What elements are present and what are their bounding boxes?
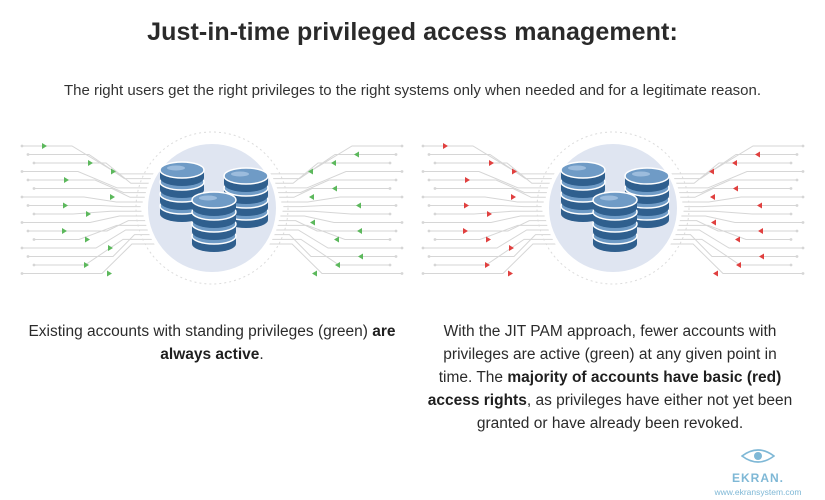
caption-left-text: Existing accounts with standing privileg… [28, 323, 373, 340]
access-marker [509, 245, 514, 251]
access-markers [42, 143, 363, 277]
access-marker [486, 236, 491, 243]
circuit-traces [20, 144, 404, 275]
access-marker [107, 270, 112, 277]
access-marker [710, 194, 715, 200]
database-icon [624, 167, 670, 228]
access-marker [111, 168, 116, 175]
database-icon [592, 191, 638, 252]
access-marker [64, 177, 69, 183]
access-marker [711, 219, 716, 226]
access-marker [356, 202, 361, 209]
access-marker [485, 262, 490, 268]
circuit-diagram [20, 131, 404, 285]
access-marker [736, 262, 741, 268]
access-marker [86, 211, 91, 217]
access-marker [758, 228, 763, 234]
halo-ring [135, 131, 289, 285]
access-marker [464, 202, 469, 209]
access-marker [335, 262, 340, 268]
brand-logo: EKRAN. www.ekransystem.com [703, 448, 813, 497]
access-marker [42, 143, 47, 149]
access-marker [709, 168, 714, 175]
access-marker [310, 219, 315, 226]
page-title: Just-in-time privileged access managemen… [147, 18, 678, 46]
access-marker [358, 253, 363, 260]
access-marker [108, 245, 113, 251]
access-marker [62, 228, 67, 234]
access-marker [733, 185, 738, 192]
access-marker [732, 160, 737, 166]
caption-standing-privileges: Existing accounts with standing privileg… [22, 320, 402, 366]
access-marker [357, 228, 362, 234]
database-icon [191, 191, 237, 252]
access-marker [308, 168, 313, 175]
access-marker [759, 253, 764, 260]
brand-name: EKRAN. [731, 471, 784, 485]
caption-jit-pam: With the JIT PAM approach, fewer account… [425, 320, 795, 435]
caption-right-end: , as privileges have either not yet been… [476, 392, 793, 432]
diagram-jit-pam [413, 128, 813, 308]
access-marker [354, 151, 359, 158]
access-marker [88, 160, 93, 166]
access-marker [757, 202, 762, 209]
caption-left-emphasis: are always active [160, 323, 396, 363]
access-marker [755, 151, 760, 158]
access-marker [334, 236, 339, 243]
access-marker [309, 194, 314, 200]
access-marker [332, 185, 337, 192]
access-marker [110, 194, 115, 200]
circuit-traces [421, 144, 805, 275]
access-marker [63, 202, 68, 209]
access-marker [443, 143, 448, 149]
caption-right-text: With the JIT PAM approach, fewer account… [438, 323, 777, 386]
access-marker [465, 177, 470, 183]
page-subtitle: The right users get the right privileges… [63, 82, 762, 99]
access-marker [511, 194, 516, 200]
access-marker [713, 270, 718, 277]
access-marker [312, 270, 317, 277]
access-marker [487, 211, 492, 217]
access-marker [735, 236, 740, 243]
access-marker [489, 160, 494, 166]
caption-left-end: . [259, 346, 264, 363]
access-marker [463, 228, 468, 234]
access-markers [443, 143, 764, 277]
access-marker [84, 262, 89, 268]
access-marker [331, 160, 336, 166]
diagram-standing-privileges [12, 128, 412, 308]
access-marker [508, 270, 513, 277]
access-marker [85, 236, 90, 243]
eye-icon [740, 449, 776, 463]
caption-right-emphasis: majority of accounts have basic (red) ac… [427, 369, 782, 409]
brand-url: www.ekransystem.com [714, 487, 802, 497]
access-marker [512, 168, 517, 175]
halo-ring [536, 131, 690, 285]
circuit-diagram [421, 131, 805, 285]
